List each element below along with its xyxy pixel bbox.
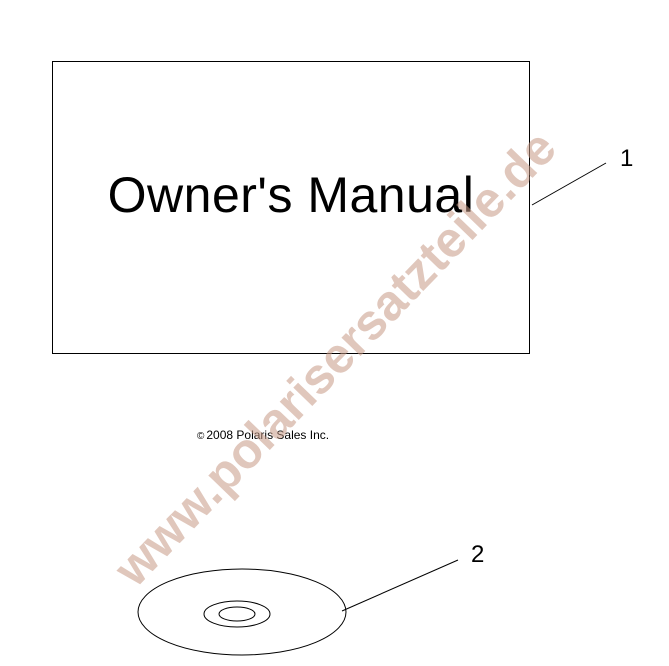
- cd-outer-edge: [137, 568, 347, 656]
- leader-line-2: [341, 559, 459, 612]
- cd-hub-ring: [203, 600, 271, 628]
- cd-center-hole: [218, 606, 256, 622]
- copyright-text: 2008 Polaris Sales Inc.: [206, 428, 330, 442]
- owners-manual-label: Owner's Manual: [107, 167, 475, 223]
- leader-line-1: [531, 162, 607, 206]
- callout-number-1: 1: [620, 145, 634, 172]
- copyright-notice: ©2008 Polaris Sales Inc.: [197, 428, 329, 442]
- owners-manual-box: Owner's Manual: [52, 61, 530, 354]
- copyright-symbol: ©: [197, 431, 205, 442]
- callout-number-2: 2: [471, 541, 485, 568]
- cd-disc: [137, 568, 347, 656]
